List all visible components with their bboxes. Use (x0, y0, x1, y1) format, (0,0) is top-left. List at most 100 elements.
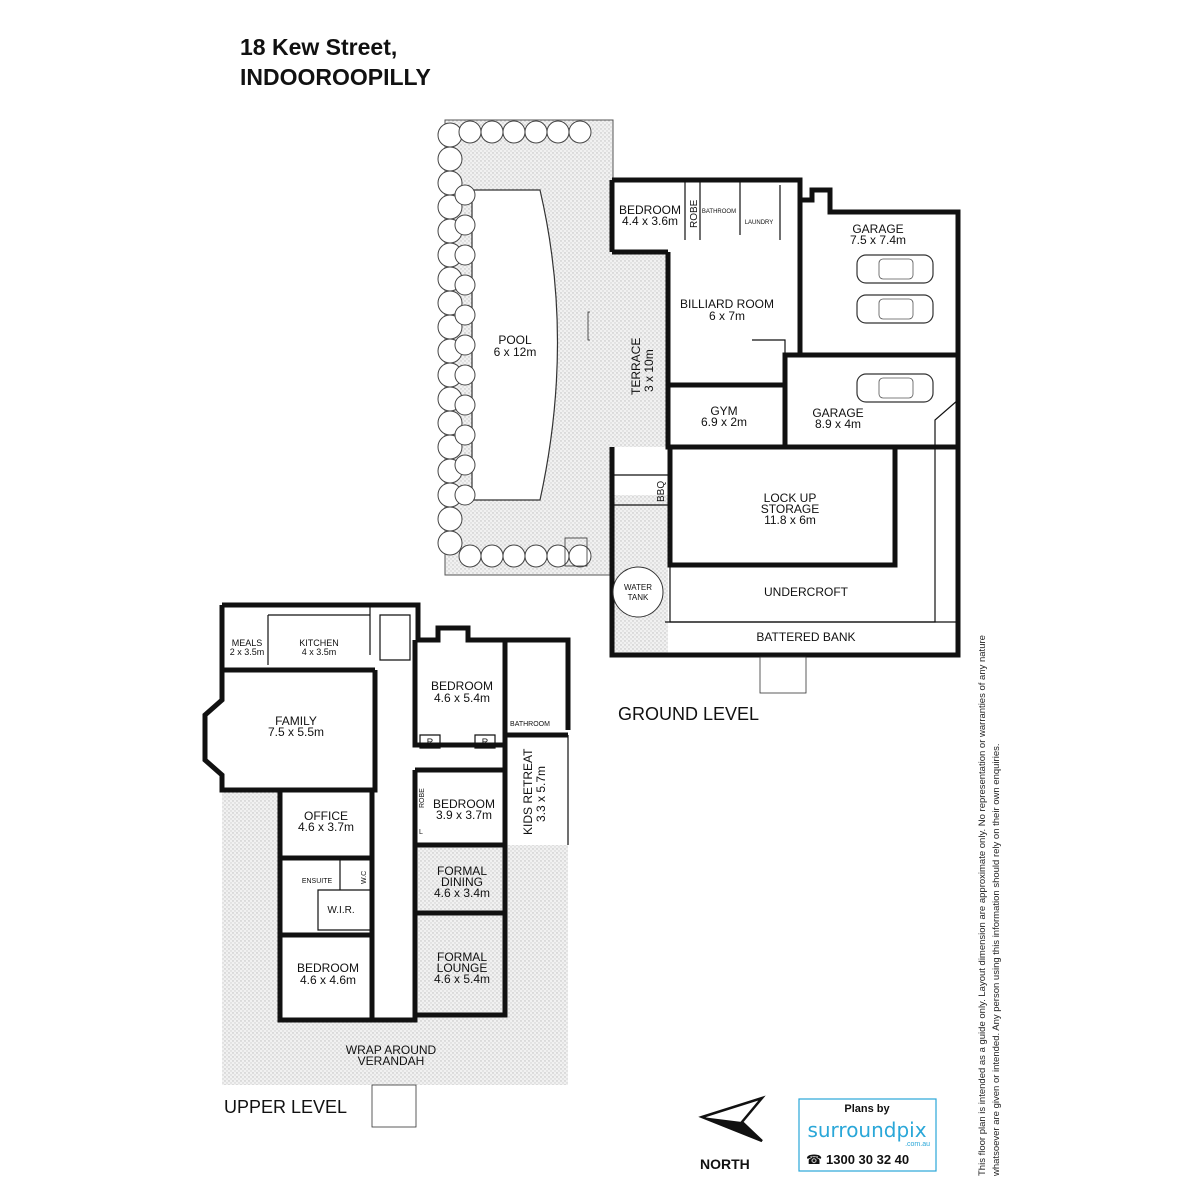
garage1-label: GARAGE (852, 222, 903, 236)
office-label: OFFICE (304, 809, 348, 823)
surroundpix-logo: Plans by surroundpix .com.au ☎ 1300 30 3… (798, 1098, 937, 1172)
verandah-label-1: WRAP AROUND (346, 1043, 437, 1057)
tree-icon (454, 184, 476, 206)
dining-label-2: DINING (441, 875, 483, 889)
tree-icon (454, 424, 476, 446)
gl-bathroom-label: BATHROOM (702, 209, 736, 215)
ground-walls (609, 177, 961, 658)
car-icon (856, 254, 934, 284)
wc-label: W.C (361, 871, 368, 884)
ul-bedroom3-dims: 4.6 x 4.6m (300, 973, 356, 987)
terrace-label: TERRACE (629, 338, 643, 395)
tree-icon (480, 120, 504, 144)
tree-icon (454, 484, 476, 506)
pool-label: POOL (498, 333, 532, 347)
disclaimer-line-2: whatsoever are given or intended. Any pe… (991, 743, 1002, 1177)
terrace-dims: 3 x 10m (642, 349, 656, 392)
dining-label-1: FORMAL (437, 864, 487, 878)
family-label: FAMILY (275, 714, 317, 728)
undercroft-label: UNDERCROFT (764, 585, 849, 599)
ul-robe-label: ROBE (419, 788, 426, 808)
pool-dims: 6 x 12m (494, 345, 537, 359)
water-tank-label-1: WATER (624, 583, 652, 592)
garage2-label: GARAGE (812, 406, 863, 420)
dining-dims: 4.6 x 3.4m (434, 886, 490, 900)
water-tank-label-2: TANK (628, 593, 649, 602)
tree-icon (524, 544, 548, 568)
ground-level-heading: GROUND LEVEL (618, 704, 759, 724)
ground-entry-steps (759, 656, 807, 694)
garage2-dims: 8.9 x 4m (815, 417, 861, 431)
garage-cars (856, 254, 934, 403)
ul-bedroom1-dims: 4.6 x 5.4m (434, 691, 490, 705)
tree-icon (437, 122, 463, 148)
tree-icon (437, 146, 463, 172)
tree-icon (454, 274, 476, 296)
water-tank (612, 566, 664, 618)
phone-number: 1300 30 32 40 (826, 1152, 909, 1167)
storage-label-2: STORAGE (761, 502, 819, 516)
tree-icon (437, 506, 463, 532)
address-street: 18 Kew Street, (240, 34, 397, 60)
gym-dims: 6.9 x 2m (701, 415, 747, 429)
car-icon (856, 294, 934, 324)
pool-area: POOL 6 x 12m (437, 119, 614, 576)
tree-icon (546, 544, 570, 568)
north-label: NORTH (700, 1156, 750, 1172)
tree-icon (568, 120, 592, 144)
verandah (222, 780, 568, 1128)
tree-icon (524, 120, 548, 144)
tree-icon (454, 394, 476, 416)
ul-bedroom2-label: BEDROOM (433, 797, 495, 811)
billiard-dims: 6 x 7m (709, 309, 745, 323)
tree-icon (458, 544, 482, 568)
ul-bedroom1-label: BEDROOM (431, 679, 493, 693)
tree-icon (437, 530, 463, 556)
plans-by-label: Plans by (844, 1103, 890, 1115)
linen-label: L (419, 829, 423, 836)
lounge-label-1: FORMAL (437, 950, 487, 964)
tree-icon (454, 334, 476, 356)
tree-icon (458, 120, 482, 144)
kids-retreat-dims: 3.3 x 5.7m (534, 766, 548, 822)
robe-r-1: R (427, 737, 434, 747)
tree-icon (480, 544, 504, 568)
tree-icon (454, 304, 476, 326)
storage-label-1: LOCK UP (764, 491, 817, 505)
brand-name: surroundpix (807, 1118, 926, 1142)
billiard-label: BILLIARD ROOM (680, 297, 774, 311)
tree-icon (502, 544, 526, 568)
garden-trees (437, 120, 592, 568)
family-dims: 7.5 x 5.5m (268, 725, 324, 739)
ul-bedroom3-label: BEDROOM (297, 961, 359, 975)
address-suburb: INDOOROOPILLY (240, 64, 431, 90)
car-icon (856, 373, 934, 403)
disclaimer-line-1: This floor plan is intended as a guide o… (977, 635, 988, 1176)
tree-icon (454, 214, 476, 236)
tree-icon (454, 364, 476, 386)
upper-walls (202, 602, 571, 1023)
pool (471, 189, 559, 501)
kitchen-dims: 4 x 3.5m (302, 647, 337, 657)
battered-bank-label: BATTERED BANK (756, 630, 855, 644)
gl-bedroom-dims: 4.4 x 3.6m (622, 214, 678, 228)
ul-bathroom-label: BATHROOM (510, 721, 550, 728)
robe-r-2: R (482, 737, 489, 747)
pool-steps-lower (564, 537, 588, 567)
ensuite-label: ENSUITE (302, 878, 333, 885)
bbq-label: BBQ (656, 481, 667, 502)
verandah-label-2: VERANDAH (358, 1054, 425, 1068)
kitchen-label: KITCHEN (299, 638, 339, 648)
kids-retreat-label: KIDS RETREAT (521, 748, 535, 835)
meals-dims: 2 x 3.5m (230, 647, 265, 657)
office-dims: 4.6 x 3.7m (298, 820, 354, 834)
gl-bedroom-label: BEDROOM (619, 203, 681, 217)
garage1-dims: 7.5 x 7.4m (850, 233, 906, 247)
ul-bedroom2-dims: 3.9 x 3.7m (436, 808, 492, 822)
phone-icon: ☎ (806, 1152, 822, 1167)
tree-icon (546, 120, 570, 144)
upper-entry-steps (371, 1084, 417, 1128)
brand-domain: .com.au (905, 1141, 930, 1148)
gl-laundry-label: LAUNDRY (745, 220, 774, 226)
